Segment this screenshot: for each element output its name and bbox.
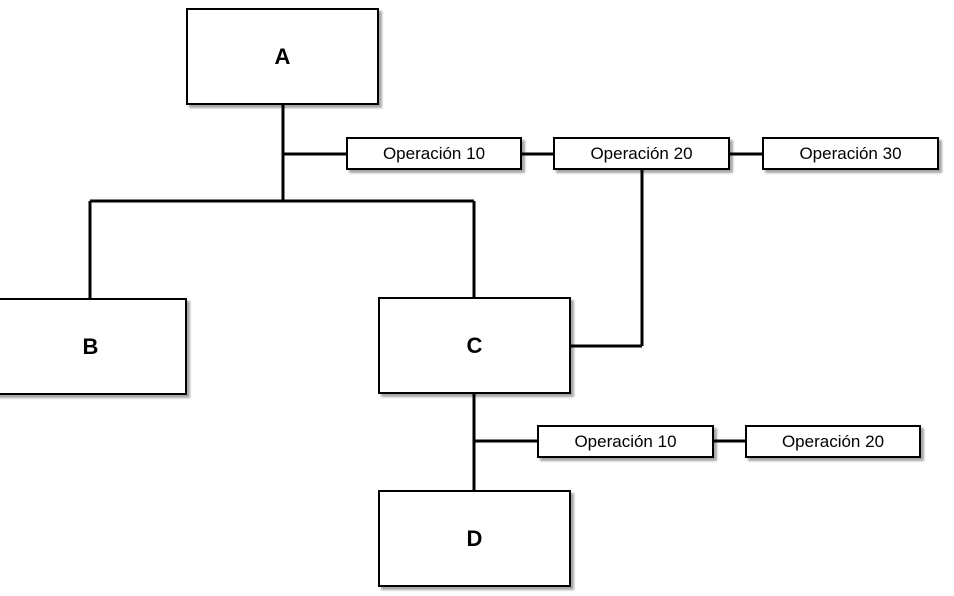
operation-a-30: Operación 30 bbox=[762, 137, 939, 170]
node-a: A bbox=[186, 8, 379, 105]
operation-label: Operación 30 bbox=[799, 143, 902, 163]
node-b-label: B bbox=[82, 333, 99, 359]
operation-label: Operación 10 bbox=[382, 143, 486, 163]
operation-a-10: Operación 10 bbox=[346, 137, 522, 170]
operation-a-20: Operación 20 bbox=[553, 137, 730, 170]
node-d: D bbox=[378, 490, 571, 587]
operation-label: Operación 20 bbox=[590, 143, 693, 163]
node-c-label: C bbox=[466, 332, 483, 358]
operation-label: Operación 10 bbox=[574, 431, 677, 451]
node-a-label: A bbox=[274, 43, 291, 69]
operation-label: Operación 20 bbox=[781, 431, 885, 451]
node-c: C bbox=[378, 297, 571, 394]
operation-c-10: Operación 10 bbox=[537, 425, 714, 458]
node-b: B bbox=[0, 298, 187, 395]
node-d-label: D bbox=[466, 525, 483, 551]
operation-c-20: Operación 20 bbox=[745, 425, 921, 458]
